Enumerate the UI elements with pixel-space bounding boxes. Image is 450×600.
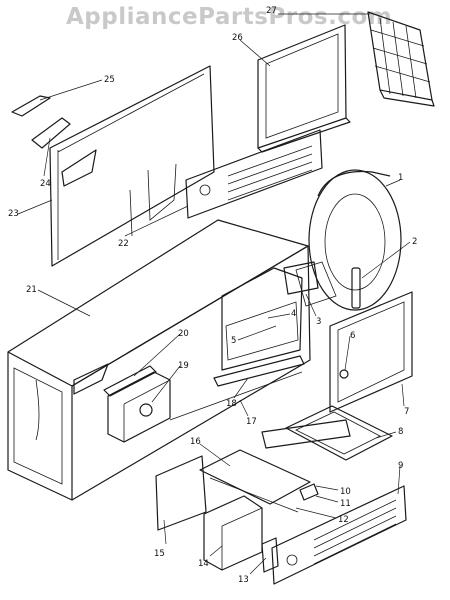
part-24-seal[interactable] (31, 117, 71, 149)
part-11-clip[interactable] (299, 483, 319, 501)
part-14-box[interactable] (203, 495, 263, 571)
part-7-access-panel[interactable] (329, 291, 413, 413)
callout-1: 1 (398, 173, 403, 183)
part-12-channel[interactable] (209, 477, 299, 513)
part-20-control-plate[interactable] (103, 365, 157, 397)
part-17-base[interactable] (169, 371, 303, 421)
callout-22: 22 (118, 239, 129, 249)
part-6-knob[interactable] (339, 369, 349, 379)
watermark-text: AppliancePartsPros.com (66, 4, 393, 30)
callout-26: 26 (232, 33, 243, 43)
callout-24: 24 (40, 179, 51, 189)
callout-5: 5 (231, 336, 236, 346)
callout-17: 17 (246, 417, 257, 427)
callout-27: 27 (266, 6, 277, 16)
callout-15: 15 (154, 549, 165, 559)
callout-6: 6 (350, 331, 355, 341)
callout-3: 3 (316, 317, 321, 327)
callout-21: 21 (26, 285, 37, 295)
callout-7: 7 (404, 407, 409, 417)
callout-12: 12 (338, 515, 349, 525)
part-13-bracket[interactable] (261, 537, 279, 573)
callout-16: 16 (190, 437, 201, 447)
callout-18: 18 (226, 399, 237, 409)
part-22-grille-strip[interactable] (185, 129, 323, 219)
callout-25: 25 (104, 75, 115, 85)
part-18-trim[interactable] (213, 355, 305, 387)
callout-13: 13 (238, 575, 249, 585)
callout-8: 8 (398, 427, 403, 437)
part-25-strip[interactable] (11, 95, 51, 117)
part-9-front-grille[interactable] (271, 485, 407, 585)
callout-2: 2 (412, 237, 417, 247)
part-15-box-side[interactable] (155, 455, 207, 531)
callout-20: 20 (178, 329, 189, 339)
part-27-grille[interactable] (367, 11, 435, 107)
part-3-support[interactable] (283, 261, 319, 295)
part-5-insulation[interactable] (225, 301, 299, 361)
callout-labels: 25 24 23 22 26 27 1 2 3 4 5 6 7 8 21 20 … (8, 6, 417, 585)
callout-19: 19 (178, 361, 189, 371)
callout-9: 9 (398, 461, 403, 471)
part-21-cabinet[interactable] (7, 219, 311, 501)
part-4-bracket[interactable] (221, 267, 303, 371)
callout-14: 14 (198, 559, 209, 569)
callout-4: 4 (291, 309, 296, 319)
callout-11: 11 (340, 499, 351, 509)
callout-23: 23 (8, 209, 19, 219)
part-8-filter-tray[interactable] (285, 405, 393, 461)
part-16-trough[interactable] (199, 449, 311, 505)
part-26-rear-panel[interactable] (257, 24, 351, 153)
part-2-fan-motor[interactable] (351, 267, 361, 309)
part-1-blower-housing[interactable] (295, 169, 402, 311)
leader-lines (17, 13, 411, 575)
callout-10: 10 (340, 487, 351, 497)
part-19-control-box[interactable] (107, 371, 171, 443)
part-10-drain-pan[interactable] (261, 419, 351, 449)
part-23-side-panel[interactable] (49, 65, 215, 267)
